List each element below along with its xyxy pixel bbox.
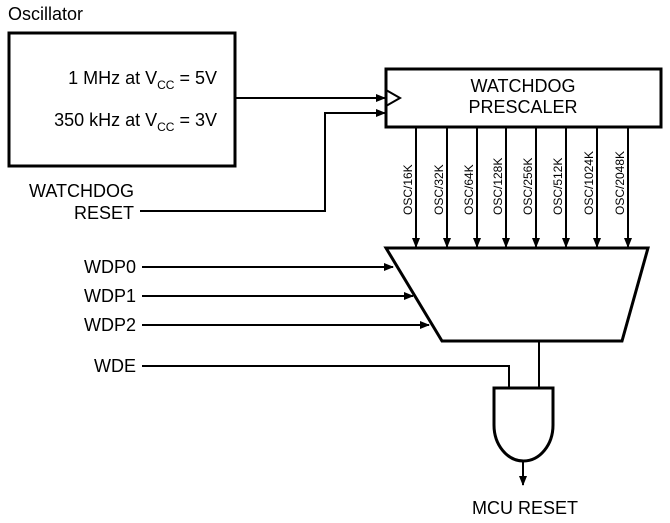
clock-input-triangle-icon [385, 89, 403, 107]
tap-osc-32k: OSC/32K [432, 127, 451, 248]
and-gate [492, 386, 555, 463]
oscillator-title: Oscillator [8, 4, 83, 24]
tap-label: OSC/64K [462, 164, 476, 215]
tap-label: OSC/256K [521, 158, 535, 215]
wde-label: WDE [94, 356, 136, 376]
mcu-reset-label: MCU RESET [472, 498, 578, 518]
tap-osc-64k: OSC/64K [462, 127, 481, 248]
tap-osc-1024k: OSC/1024K [582, 127, 601, 248]
watchdog-reset-label-line1: WATCHDOG [29, 181, 134, 201]
tap-label: OSC/16K [401, 164, 415, 215]
wde-wire [142, 365, 510, 388]
tap-label: OSC/32K [432, 164, 446, 215]
oscillator-frequency-5v: 1 MHz at VCC = 5V [68, 68, 217, 92]
tap-osc-512k: OSC/512K [551, 127, 570, 248]
tap-label: OSC/128K [491, 158, 505, 215]
tap-label: OSC/2048K [613, 151, 627, 215]
prescaler-label-line2: PRESCALER [468, 97, 577, 117]
oscillator-box [7, 31, 237, 168]
prescaler-taps: OSC/16K OSC/32K OSC/64K OSC/128K OSC/256… [401, 127, 632, 248]
wdp0-label: WDP0 [84, 257, 136, 277]
watchdog-prescaler-box [384, 67, 663, 129]
watchdog-reset-label-line2: RESET [74, 203, 134, 223]
tap-osc-128k: OSC/128K [491, 127, 510, 248]
wdp2-label: WDP2 [84, 315, 136, 335]
tap-osc-16k: OSC/16K [401, 127, 420, 248]
tap-label: OSC/1024K [582, 151, 596, 215]
select-inputs: WDP0 WDP1 WDP2 [84, 257, 430, 335]
tap-osc-2048k: OSC/2048K [613, 127, 632, 248]
multiplexer [383, 246, 650, 343]
tap-osc-256k: OSC/256K [521, 127, 540, 248]
oscillator-frequency-3v: 350 kHz at VCC = 3V [54, 110, 217, 134]
prescaler-label-line1: WATCHDOG [471, 76, 576, 96]
wdp1-label: WDP1 [84, 286, 136, 306]
tap-label: OSC/512K [551, 158, 565, 215]
watchdog-reset-wire [140, 109, 386, 212]
